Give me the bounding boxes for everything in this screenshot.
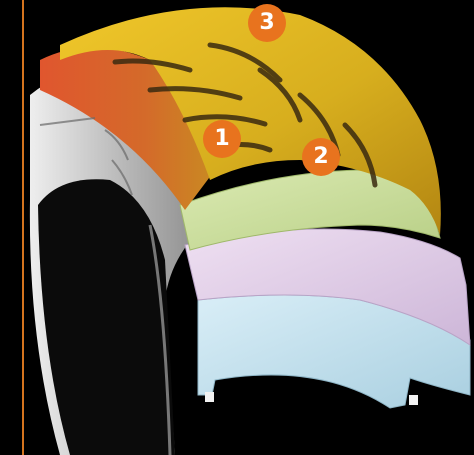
bead-right [409,395,418,405]
bead-left [205,392,214,402]
callout-2-badge: 2 [302,138,340,176]
callout-3-badge: 3 [248,4,286,42]
callout-1-badge: 1 [203,120,241,158]
